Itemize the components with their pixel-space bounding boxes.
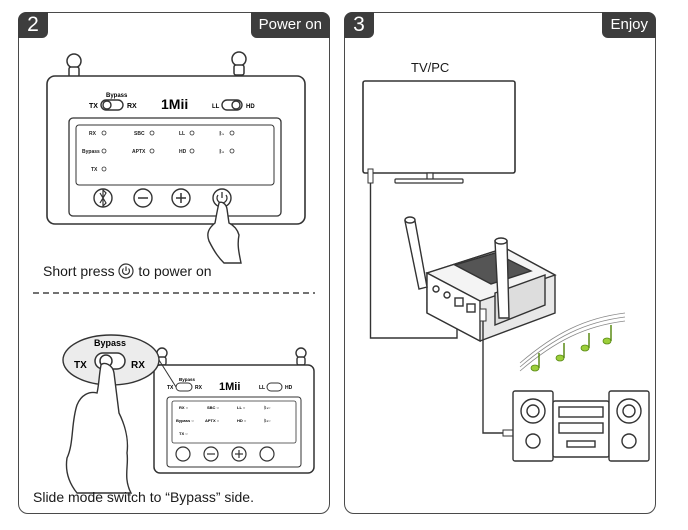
hand-icon — [207, 201, 242, 264]
svg-text:ᛒ₂: ᛒ₂ — [219, 148, 224, 155]
hd-label: HD — [246, 104, 255, 110]
connection-illustration — [362, 80, 650, 462]
indicator-rx: RX — [89, 131, 97, 137]
svg-text:ᛒ₂○: ᛒ₂○ — [264, 418, 271, 423]
indicator-ll: LL — [179, 131, 185, 137]
svg-text:Bypass: Bypass — [179, 377, 196, 382]
power-on-caption: Short press to power on — [43, 263, 212, 279]
step-3-panel: 3 Enjoy TV/PC — [344, 12, 656, 514]
svg-text:SBC ○: SBC ○ — [207, 405, 220, 410]
device-illustration-top: Bypass TX RX 1Mii LL HD RX SBC LL ᛒ₁ Byp… — [33, 51, 315, 494]
svg-text:LL: LL — [259, 385, 265, 391]
antenna-icon — [66, 51, 247, 78]
svg-text:HD: HD — [285, 385, 293, 391]
svg-text:TX: TX — [167, 385, 174, 391]
caption-before: Short press — [43, 263, 115, 279]
transmitter-device-icon — [425, 247, 557, 343]
bypass-caption: Slide mode switch to “Bypass” side. — [33, 489, 254, 505]
power-icon — [118, 263, 135, 279]
antenna-icon — [404, 216, 510, 319]
svg-text:1Mii: 1Mii — [219, 381, 240, 393]
svg-text:ᛒ₁○: ᛒ₁○ — [264, 405, 271, 410]
svg-text:TX ○: TX ○ — [179, 431, 188, 436]
caption-after: to power on — [138, 263, 212, 279]
ll-label: LL — [212, 104, 220, 110]
indicator-tx: TX — [91, 167, 98, 173]
brand-logo: 1Mii — [161, 96, 188, 112]
tv-icon — [362, 80, 516, 184]
hand-slide-icon — [65, 362, 133, 494]
step-title: Enjoy — [602, 12, 656, 38]
svg-text:HD ○: HD ○ — [237, 418, 247, 423]
indicator-bypass: Bypass — [82, 149, 100, 155]
step-number: 3 — [344, 12, 374, 38]
svg-text:TX: TX — [74, 360, 87, 371]
svg-text:ᛒ₁: ᛒ₁ — [219, 130, 224, 137]
indicator-hd: HD — [179, 149, 187, 155]
tv-label: TV/PC — [411, 60, 450, 75]
bypass-zoom-label: Bypass — [94, 338, 126, 348]
music-notes-icon — [519, 312, 626, 372]
step-2-panel: 2 Power on Bypass TX RX 1Mii LL HD RX SB… — [18, 12, 330, 514]
svg-text:RX: RX — [131, 360, 145, 371]
svg-text:APTX ○: APTX ○ — [205, 418, 220, 423]
svg-text:Bypass ○: Bypass ○ — [176, 418, 194, 423]
svg-text:LL ○: LL ○ — [237, 405, 246, 410]
indicator-sbc: SBC — [134, 131, 145, 137]
step-number: 2 — [18, 12, 48, 38]
rx-label: RX — [127, 103, 137, 110]
stereo-speaker-icon — [512, 390, 650, 462]
indicator-aptx: APTX — [132, 149, 146, 155]
bypass-label: Bypass — [106, 93, 128, 99]
svg-text:RX: RX — [195, 385, 203, 391]
step-title: Power on — [250, 12, 330, 38]
svg-text:RX ○: RX ○ — [179, 405, 189, 410]
tx-label: TX — [89, 103, 98, 110]
